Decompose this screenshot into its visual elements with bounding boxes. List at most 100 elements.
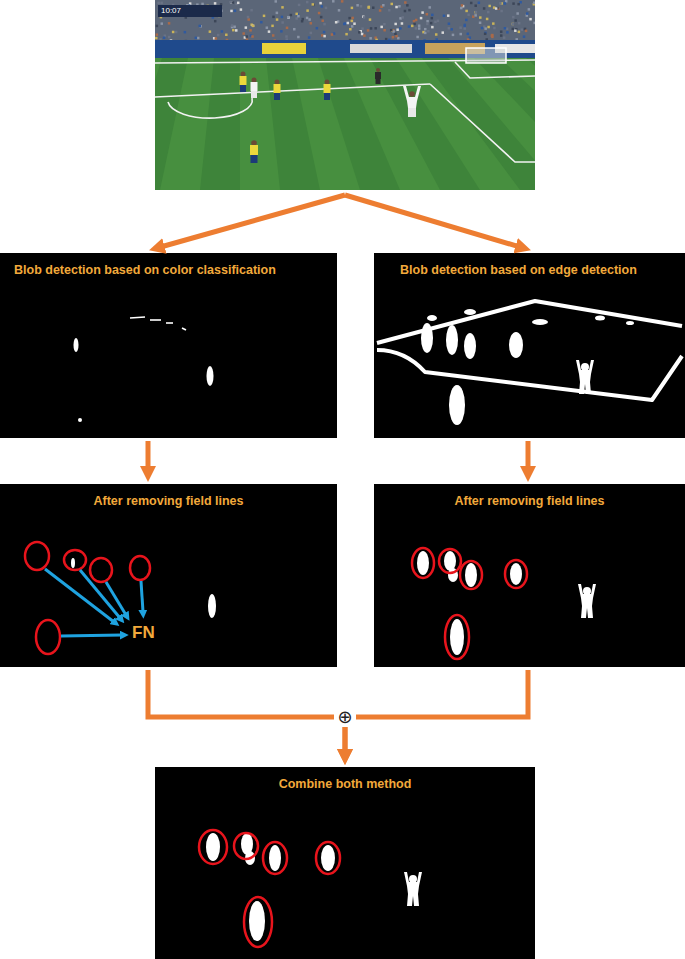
- player-legs: [274, 93, 280, 100]
- spectator: [156, 33, 159, 36]
- spectator: [363, 34, 366, 37]
- detected-player-marks: [199, 830, 340, 947]
- spectator: [306, 1, 309, 4]
- detected-player-marks: [412, 548, 527, 659]
- spectator: [392, 30, 395, 32]
- spectator: [483, 7, 486, 10]
- spectator: [225, 34, 228, 37]
- spectator: [368, 6, 371, 8]
- red-ellipse: [445, 615, 469, 659]
- spectator: [392, 36, 395, 39]
- spectator: [435, 33, 438, 36]
- spectator: [467, 14, 470, 17]
- player-blob: [269, 845, 281, 871]
- spectator: [249, 29, 252, 32]
- spectator: [310, 32, 313, 35]
- spectator: [217, 34, 220, 37]
- line-fragments: [130, 317, 186, 330]
- blob-body: [578, 584, 596, 618]
- merge-symbol: ⊕: [334, 707, 355, 727]
- spectator: [155, 37, 158, 40]
- result-panel: Blob detection based on edge detection: [374, 253, 685, 438]
- spectator: [250, 9, 253, 12]
- player-celebrating: [403, 86, 421, 117]
- spectator: [286, 27, 289, 30]
- spectator: [503, 36, 506, 39]
- player-blob: [464, 333, 476, 359]
- false-negative-arrows: [45, 569, 143, 636]
- spectator: [347, 22, 350, 25]
- spectator: [374, 36, 377, 39]
- spectator: [345, 33, 348, 36]
- spectator: [321, 19, 324, 22]
- spectator: [379, 9, 382, 12]
- spectator: [316, 27, 319, 30]
- spectator: [512, 16, 515, 19]
- spectator: [504, 27, 507, 30]
- player-head: [409, 91, 415, 97]
- blob-body: [404, 872, 422, 906]
- player-head: [252, 78, 257, 83]
- spectator: [491, 34, 494, 37]
- spectator: [528, 8, 531, 11]
- spectator: [426, 23, 429, 26]
- spectator: [245, 26, 248, 29]
- red-ellipse: [316, 842, 340, 874]
- spectator: [481, 27, 484, 30]
- spectator: [394, 33, 397, 36]
- panel-background: [155, 767, 535, 959]
- panel-background: [374, 253, 685, 438]
- spectator: [320, 16, 323, 19]
- spectator: [369, 18, 372, 21]
- spectator: [382, 4, 385, 7]
- spectator: [172, 31, 175, 34]
- player-shirt: [251, 82, 258, 91]
- spectator: [260, 21, 263, 24]
- spectator: [415, 19, 418, 22]
- spectator: [474, 14, 477, 16]
- spectator: [499, 2, 502, 5]
- spectator: [380, 26, 383, 29]
- spectator: [385, 38, 388, 41]
- spectator: [358, 31, 361, 34]
- player-blob: [450, 619, 464, 655]
- spectator: [479, 22, 482, 25]
- spectator: [411, 25, 414, 28]
- spectator: [161, 22, 164, 25]
- flow-arrow: [146, 441, 151, 470]
- player-blob: [465, 563, 477, 587]
- player-head: [325, 80, 330, 85]
- color-blob-panel: [0, 253, 337, 438]
- spectator: [487, 11, 490, 14]
- spectator: [399, 27, 402, 30]
- pitch-lines: [155, 60, 535, 162]
- spectator: [323, 31, 326, 34]
- red-ellipse: [199, 830, 227, 864]
- pitch-stripe: [266, 58, 320, 190]
- spectator: [240, 8, 243, 11]
- spectator: [488, 4, 491, 7]
- player-legs: [240, 85, 246, 92]
- spectator: [199, 25, 202, 28]
- flow-arrow: [345, 670, 528, 753]
- spectator: [268, 30, 271, 33]
- spectator: [263, 15, 266, 18]
- player-head: [241, 72, 246, 77]
- red-ellipse: [505, 560, 527, 588]
- noise-blob: [595, 316, 605, 321]
- spectator: [475, 11, 478, 14]
- player-shirt: [375, 72, 381, 79]
- panel-heading: Combine both method: [279, 776, 412, 792]
- spectator: [332, 0, 335, 3]
- spectator: [484, 27, 487, 30]
- spectator: [512, 2, 515, 5]
- player-shirt: [324, 84, 331, 93]
- spectator: [517, 3, 520, 5]
- player: [274, 80, 281, 101]
- red-ellipse: [412, 548, 434, 578]
- spectator: [356, 4, 359, 7]
- ad-board: [350, 44, 412, 53]
- spectator: [395, 6, 398, 9]
- spectator: [421, 11, 424, 14]
- spectator: [394, 23, 397, 26]
